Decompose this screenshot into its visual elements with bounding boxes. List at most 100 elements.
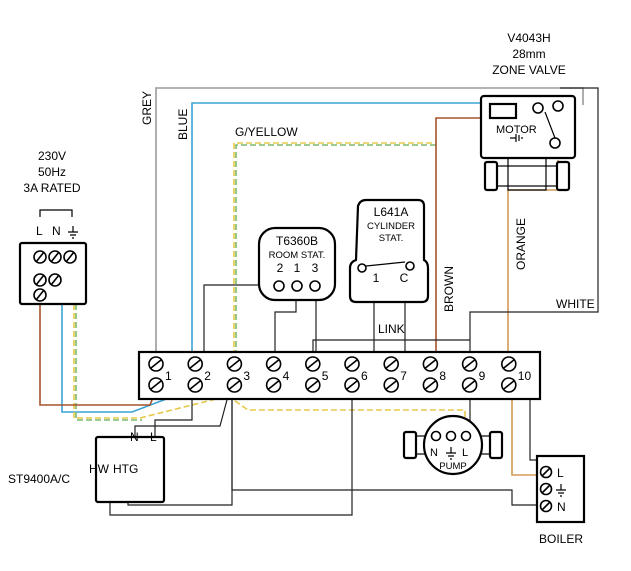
terminal-screw-slot — [189, 359, 201, 369]
programmer-hw-label: HW — [89, 462, 110, 476]
supply-frequency: 50Hz — [38, 165, 66, 179]
valve-pipe-icon — [483, 157, 571, 192]
terminal-screw-slot — [346, 359, 358, 369]
terminal-screw-slot — [268, 359, 280, 369]
wire-grey — [155, 87, 584, 365]
wire-earth-green — [75, 144, 436, 421]
cylinder-stat: L641A CYLINDER STAT. 1 C — [348, 198, 430, 304]
cylinder-stat-tc: C — [400, 271, 409, 285]
programmer: N L HW HTG ST9400A/C — [8, 430, 166, 504]
zone-valve-terminal — [552, 100, 564, 112]
terminal-number: 9 — [479, 369, 486, 383]
zone-valve-terminal — [532, 102, 544, 114]
terminal-screw-slot — [385, 380, 397, 390]
supply-voltage: 230V — [38, 149, 66, 163]
wire-boiler-live — [529, 395, 540, 461]
zone-valve-terminal — [549, 137, 561, 149]
supply-l-label: L — [36, 224, 43, 238]
terminal-number: 7 — [400, 369, 407, 383]
terminal-screw-slot — [228, 359, 240, 369]
terminal-screw-slot — [503, 359, 515, 369]
supply-block: 230V 50Hz 3A RATED L N — [18, 149, 88, 306]
zone-valve-switch — [488, 102, 518, 120]
pump-label: PUMP — [439, 461, 466, 472]
terminal-number: 3 — [243, 369, 250, 383]
room-stat-terminal-3 — [309, 280, 321, 292]
pump-flange-left — [402, 430, 418, 460]
wire-room-stat-1 — [274, 298, 297, 365]
programmer-model: ST9400A/C — [8, 472, 70, 486]
wire-programmer-neutral — [134, 395, 229, 445]
cylinder-stat-type2: STAT. — [379, 233, 403, 244]
terminal-number: 8 — [439, 369, 446, 383]
terminal-screw-slot — [385, 359, 397, 369]
terminal-screw-slot — [268, 380, 280, 390]
label-blue: BLUE — [176, 109, 190, 140]
programmer-l-label: L — [150, 430, 157, 444]
cylinder-stat-contact — [405, 261, 415, 271]
supply-n-label: N — [52, 224, 61, 238]
terminal-screw-slot — [189, 380, 201, 390]
cylinder-stat-type1: CYLINDER — [367, 221, 415, 232]
zone-valve-type: ZONE VALVE — [492, 63, 566, 77]
room-stat-t3: 3 — [312, 261, 319, 275]
wire-room-stat-2 — [203, 284, 275, 365]
label-brown: BROWN — [442, 266, 456, 312]
pump-flange-right — [488, 430, 504, 460]
terminal-screw-slot — [464, 359, 476, 369]
boiler-label: BOILER — [539, 532, 583, 546]
terminal-screw-slot — [424, 359, 436, 369]
zone-valve-size: 28mm — [512, 47, 545, 61]
wire-white — [469, 87, 599, 365]
cylinder-stat-model: L641A — [374, 205, 409, 219]
earth-icon — [446, 447, 456, 460]
terminal-number: 5 — [322, 369, 329, 383]
wire-hw — [109, 395, 353, 516]
zone-valve: V4043H 28mm ZONE VALVE MOTOR — [479, 31, 577, 192]
cylinder-stat-pivot — [357, 263, 367, 273]
programmer-n-label: N — [130, 430, 139, 444]
earth-icon — [68, 226, 78, 239]
terminal-screw-slot — [228, 380, 240, 390]
room-stat-type: ROOM STAT. — [269, 250, 326, 261]
zone-valve-switch-arm — [544, 111, 556, 139]
wire-orange — [507, 160, 559, 476]
room-stat: T6360B ROOM STAT. 2 1 3 — [257, 226, 337, 302]
wire-boiler-neutral — [231, 395, 540, 506]
cylinder-stat-t1: 1 — [373, 271, 380, 285]
label-white: WHITE — [556, 297, 595, 311]
pump-terminal-l — [460, 430, 472, 442]
terminal-screw-slot — [424, 380, 436, 390]
label-gyellow: G/YELLOW — [235, 125, 298, 139]
terminal-number: 2 — [204, 369, 211, 383]
cylinder-stat-switch-arm — [365, 261, 406, 267]
boiler-n-label: N — [557, 500, 566, 514]
terminal-screw-slot — [503, 380, 515, 390]
terminal-screw-slot — [464, 380, 476, 390]
pump: N L PUMP — [402, 414, 504, 476]
pump-n-label: N — [430, 447, 438, 459]
label-grey: GREY — [140, 91, 154, 125]
room-stat-t1: 1 — [294, 261, 301, 275]
programmer-htg-label: HTG — [113, 462, 138, 476]
zone-valve-model: V4043H — [507, 31, 550, 45]
boiler: L N BOILER — [535, 454, 586, 546]
terminal-number: 1 — [165, 369, 172, 383]
terminal-screw-slot — [307, 359, 319, 369]
room-stat-terminal-2 — [273, 280, 285, 292]
terminal-number: 4 — [283, 369, 290, 383]
pump-body — [422, 414, 484, 476]
supply-bracket — [39, 209, 73, 217]
terminal-screw-slot — [150, 380, 162, 390]
programmer-body — [94, 435, 166, 504]
earth-icon — [510, 134, 523, 142]
earth-icon — [556, 484, 566, 497]
terminal-screw-slot — [346, 380, 358, 390]
boiler-l-label: L — [557, 466, 564, 480]
cylinder-stat-body — [348, 198, 430, 304]
room-stat-t2: 2 — [277, 261, 284, 275]
